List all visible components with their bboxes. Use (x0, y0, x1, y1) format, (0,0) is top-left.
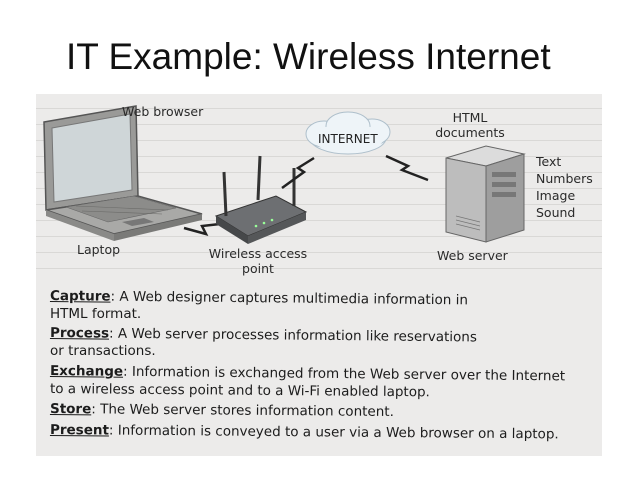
media-types-list: Text Numbers Image Sound (536, 153, 593, 221)
internet-server-link (385, 154, 429, 182)
slide-title: IT Example: Wireless Internet (66, 36, 551, 77)
html-documents-label: HTML documents (435, 110, 505, 140)
media-type-text: Text (536, 154, 562, 169)
diagram-panel: Web browser INTERNET HTML documents Text… (36, 94, 602, 456)
access-point-label: Wireless access point (208, 246, 308, 276)
media-type-numbers: Numbers (536, 171, 593, 186)
caption-capture-cont: HTML format. (50, 306, 142, 322)
ap-internet-link (281, 156, 315, 190)
diagram-illustration (43, 105, 526, 244)
laptop-wifi-link (183, 222, 221, 236)
internet-cloud-icon (305, 111, 391, 155)
caption-exchange-cont: to a wireless access point and to a Wi-F… (49, 381, 430, 401)
web-server-label: Web server (437, 248, 508, 263)
laptop-label: Laptop (77, 242, 121, 257)
media-type-image: Image (536, 188, 576, 203)
caption-store: Store: The Web server stores information… (49, 401, 394, 421)
web-browser-label: Web browser (122, 104, 204, 119)
laptop-icon (43, 105, 203, 241)
web-server-icon (445, 145, 526, 243)
media-type-sound: Sound (536, 205, 576, 220)
caption-process-cont: or transactions. (50, 343, 156, 359)
internet-label: INTERNET (318, 132, 378, 146)
wireless-access-point-icon (214, 155, 308, 244)
